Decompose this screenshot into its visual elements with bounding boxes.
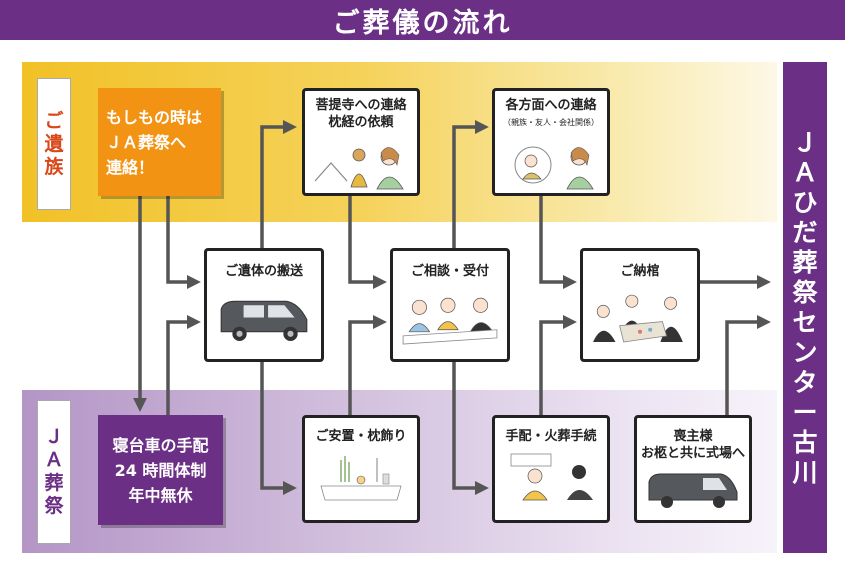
step-contacts: 各方面への連絡 （親族・友人・会社関係） [492,88,610,196]
arrow-family-to-transport [166,196,201,289]
page-title: ご葬儀の流れ [0,0,845,40]
arrow-consult-to-contacts [452,120,489,248]
ja-band-label: Ｊ Ａ 葬 祭 [37,400,71,544]
encoffining-illustration [593,294,683,343]
step-transport: ご遺体の搬送 [204,248,324,362]
step-consultation: ご相談・受付 [390,248,510,362]
step-altar: ご安置・枕飾り [302,415,420,523]
family-contact-box: もしもの時は ＪＡ葬祭へ 連絡！ [98,88,221,196]
arrow-transport-to-temple [260,120,297,248]
arrow-temple-to-consult [348,196,387,289]
step-arrangements: 手配・火葬手続 [492,415,610,523]
altar-illustration [320,456,402,501]
meeting-illustration [402,297,498,345]
step-to-hall: 喪主様 お柩と共に式場へ [634,415,752,523]
arrow-transport-to-altar [260,362,297,495]
step-encoffining: ご納棺 [580,248,700,362]
arrow-altar-to-consult [348,315,387,415]
ja-service-box: 寝台車の手配 24 時間体制 年中無休 [98,415,223,525]
arrow-consult-to-arrange [452,362,489,495]
arrow-hall-to-center [725,315,771,415]
phone-call-illustration [514,146,594,190]
center-name-panel: Ｊ Ａ ひ だ 葬 祭 セ ン タ ー 古 川 [783,62,827,553]
arrow-arrange-to-encoffin [539,315,577,415]
arrow-contacts-to-encoffin [539,196,577,289]
step-temple-contact: 菩提寺への連絡 枕経の依頼 [302,88,420,196]
hearse-illustration [648,473,738,508]
family-band-label: ご 遺 族 [37,78,71,210]
arrow-ja-to-transport [166,315,201,415]
van-illustration [220,300,308,341]
desk-illustration [510,453,593,501]
phone-call-illustration [314,147,404,190]
